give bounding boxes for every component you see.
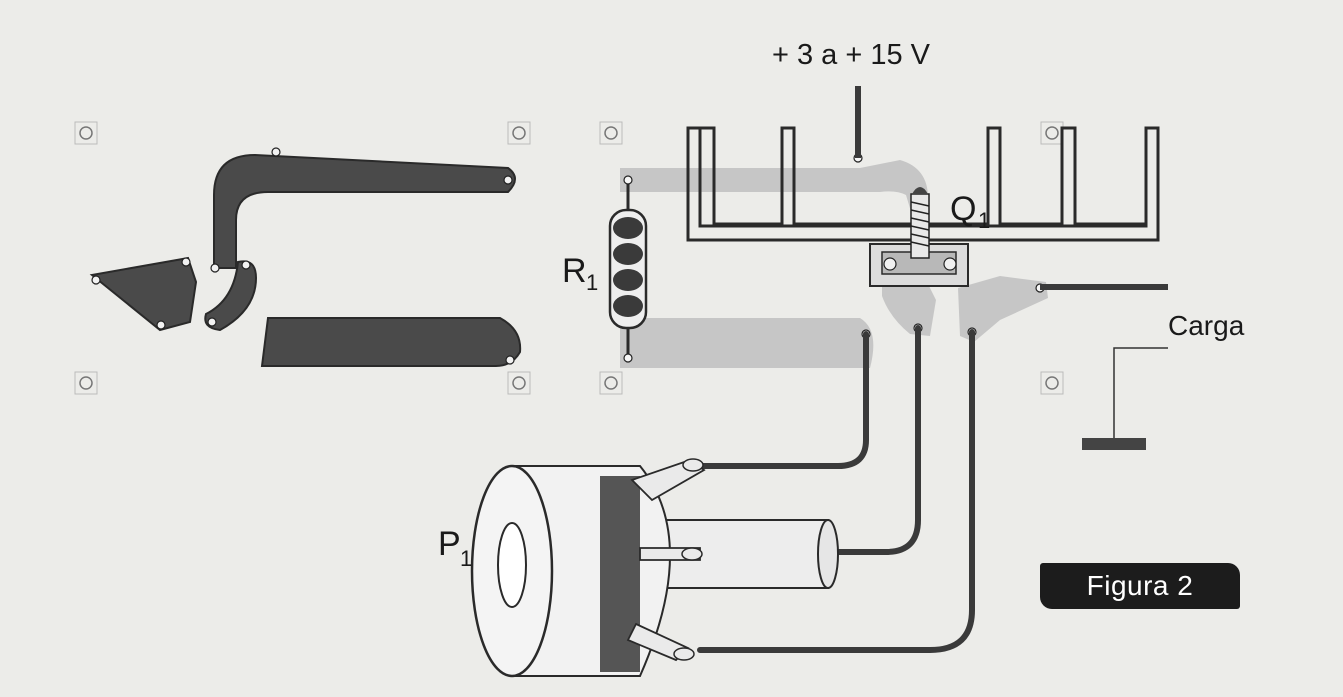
mounting-hole (1040, 371, 1064, 395)
ground-symbol (1082, 347, 1168, 450)
component-track-base (882, 280, 936, 336)
mounting-hole (599, 121, 623, 145)
resistor-r1 (608, 180, 648, 358)
component-track-emitter (958, 276, 1048, 342)
mounting-hole (74, 121, 98, 145)
copper-track-bar (260, 317, 522, 367)
svg-text:1: 1 (460, 546, 472, 571)
load-label: Carga (1168, 310, 1245, 341)
svg-text:R: R (562, 252, 587, 290)
p1-label: P 1 (438, 525, 472, 571)
solder-pads (91, 147, 515, 365)
copper-side-board (74, 121, 531, 395)
component-side-board (599, 86, 1168, 450)
heatsink (686, 126, 1160, 242)
r1-label: R 1 (562, 252, 598, 295)
component-track-bottom (620, 318, 874, 368)
copper-track-triangle (89, 256, 198, 332)
mounting-hole (507, 121, 531, 145)
svg-text:1: 1 (978, 208, 990, 233)
mounting-hole (74, 371, 98, 395)
copper-track-curve (204, 260, 258, 332)
copper-track-l-shape (213, 153, 516, 269)
svg-text:1: 1 (586, 270, 598, 295)
mounting-hole (1040, 121, 1064, 145)
q1-label: Q 1 (950, 190, 990, 233)
potentiometer-wires (697, 325, 975, 653)
supply-voltage-label: + 3 a + 15 V (772, 39, 931, 71)
svg-text:Q: Q (950, 190, 976, 228)
mounting-hole (507, 371, 531, 395)
mounting-hole (599, 371, 623, 395)
potentiometer-p1 (470, 458, 839, 678)
component-track-top (620, 160, 928, 215)
transistor-q1 (869, 187, 969, 287)
figure-badge: Figura 2 (1040, 563, 1240, 609)
svg-text:P: P (438, 525, 461, 563)
